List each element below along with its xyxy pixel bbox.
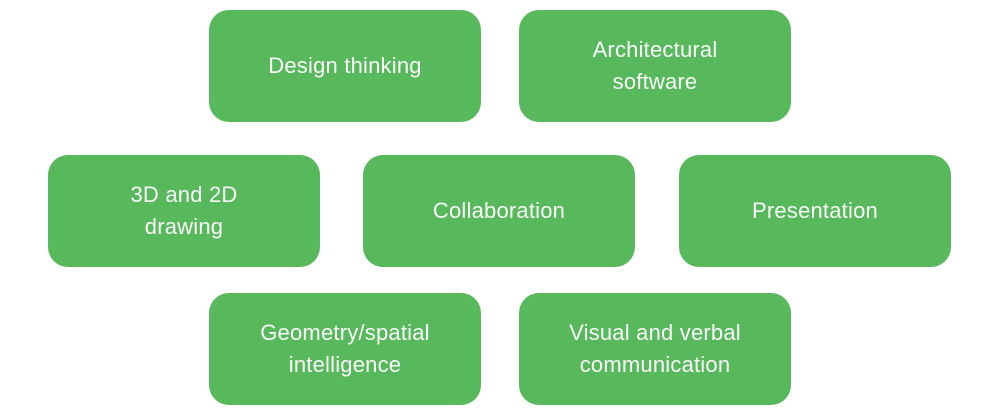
- box-geometry-spatial-intelligence: Geometry/spatial intelligence: [209, 293, 481, 405]
- box-3d-and-2d-drawing: 3D and 2D drawing: [48, 155, 320, 267]
- box-design-thinking: Design thinking: [209, 10, 481, 122]
- box-presentation-label: Presentation: [752, 198, 878, 224]
- box-design-thinking-label: Design thinking: [268, 53, 422, 79]
- box-visual-and-verbal-communication-label: Visual and verbal communication: [569, 320, 741, 377]
- box-collaboration-label: Collaboration: [432, 198, 566, 224]
- box-architectural-software-label: Architectural software: [592, 37, 718, 94]
- box-presentation: Presentation: [679, 155, 951, 267]
- box-collaboration: Collaboration: [363, 155, 635, 267]
- box-architectural-software: Architectural software: [519, 10, 791, 122]
- box-geometry-spatial-intelligence-label: Geometry/spatial intelligence: [260, 320, 430, 377]
- box-3d-and-2d-drawing-label: 3D and 2D drawing: [130, 182, 238, 239]
- box-visual-and-verbal-communication: Visual and verbal communication: [519, 293, 791, 405]
